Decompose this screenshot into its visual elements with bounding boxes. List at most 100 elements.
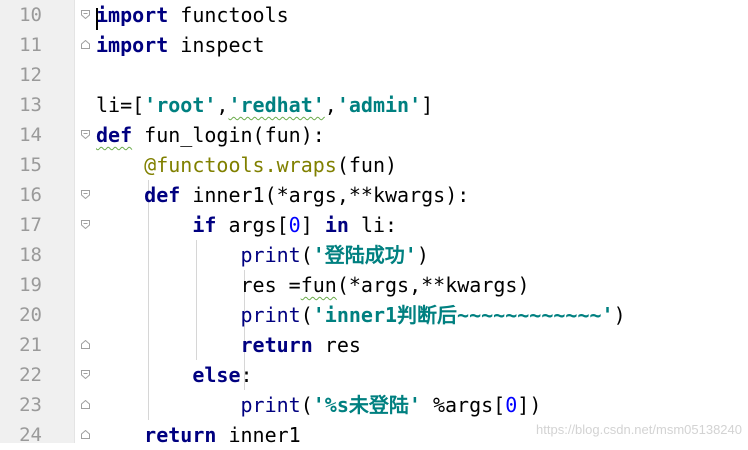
- code-token: args[: [216, 213, 289, 237]
- code-token: fun: [300, 273, 337, 297]
- code-token: ,: [216, 93, 229, 117]
- line-number: 20: [19, 304, 42, 326]
- code-token: return: [240, 333, 313, 357]
- fold-close-icon[interactable]: [81, 40, 90, 49]
- code-token: inner1(*args,**kwargs):: [180, 183, 470, 207]
- code-token: 0: [505, 393, 518, 417]
- fold-open-icon[interactable]: [81, 370, 90, 379]
- code-line[interactable]: else:: [96, 360, 253, 390]
- code-token: (: [300, 303, 313, 327]
- code-token: import: [96, 3, 169, 27]
- code-token: [96, 333, 241, 357]
- line-number: 13: [19, 94, 42, 116]
- code-token: 'inner1判断后~~~~~~~~~~~~': [312, 303, 614, 327]
- code-token: 'admin': [336, 93, 422, 117]
- line-number: 17: [19, 214, 42, 236]
- code-token: :: [240, 363, 253, 387]
- code-line[interactable]: import inspect: [96, 30, 265, 60]
- text-caret: [96, 8, 98, 30]
- code-token: [96, 153, 144, 177]
- code-line[interactable]: return res: [96, 330, 361, 360]
- code-token: %args[: [420, 393, 506, 417]
- code-line[interactable]: return inner1: [96, 420, 301, 450]
- code-token: fun_login(fun):: [132, 123, 325, 147]
- code-line[interactable]: @functools.wraps(fun): [96, 150, 397, 180]
- code-token: [96, 423, 144, 447]
- code-line[interactable]: print('登陆成功'): [96, 240, 429, 270]
- line-number: 24: [19, 424, 42, 446]
- code-token: print: [240, 303, 301, 327]
- code-line[interactable]: if args[0] in li:: [96, 210, 397, 240]
- code-token: li=[: [96, 93, 145, 117]
- code-token: [96, 213, 192, 237]
- code-token: [96, 303, 241, 327]
- code-token: 'root': [144, 93, 217, 117]
- code-token: '登陆成功': [312, 243, 417, 267]
- line-number: 19: [19, 274, 42, 296]
- code-line[interactable]: li=['root','redhat','admin']: [96, 90, 433, 120]
- fold-open-icon[interactable]: [81, 190, 90, 199]
- watermark: https://blog.csdn.net/msm05138240: [536, 422, 742, 437]
- code-token: li:: [348, 213, 398, 237]
- line-number: 23: [19, 394, 42, 416]
- code-token: ): [613, 303, 626, 327]
- fold-close-icon[interactable]: [81, 400, 90, 409]
- code-token: ]: [421, 93, 434, 117]
- fold-close-icon[interactable]: [81, 340, 90, 349]
- code-token: (*args,**kwargs): [336, 273, 530, 297]
- line-number: 12: [19, 64, 42, 86]
- code-token: if: [192, 213, 217, 237]
- code-token: ]: [300, 213, 325, 237]
- code-token: @functools.wraps: [144, 153, 337, 177]
- line-number: 14: [19, 124, 42, 146]
- line-number: 21: [19, 334, 42, 356]
- code-token: 0: [288, 213, 301, 237]
- code-token: '%s未登陆': [312, 393, 421, 417]
- code-token: [96, 363, 192, 387]
- line-number: 11: [19, 34, 42, 56]
- code-token: (: [300, 243, 313, 267]
- indent-guide: [196, 240, 198, 360]
- code-token: ]): [517, 393, 542, 417]
- code-token: res: [312, 333, 361, 357]
- fold-open-icon[interactable]: [81, 130, 90, 139]
- code-token: import: [96, 33, 169, 57]
- code-token: res =: [96, 273, 301, 297]
- indent-guide: [148, 180, 150, 420]
- line-number: 22: [19, 364, 42, 386]
- code-token: [96, 393, 241, 417]
- code-token: ): [416, 243, 429, 267]
- line-number-gutter[interactable]: 10 11 12 13 14 15 16 17 18 19 20 21 22 23 24: [0, 0, 75, 446]
- code-token: inspect: [168, 33, 265, 57]
- code-token: functools: [168, 3, 289, 27]
- code-token: print: [240, 393, 301, 417]
- code-token: [96, 183, 144, 207]
- line-number: 15: [19, 154, 42, 176]
- code-line[interactable]: import functools: [96, 0, 289, 30]
- line-number: 10: [19, 4, 42, 26]
- code-line[interactable]: def inner1(*args,**kwargs):: [96, 180, 469, 210]
- code-line[interactable]: res =fun(*args,**kwargs): [96, 270, 529, 300]
- code-token: def: [96, 123, 133, 147]
- code-token: print: [240, 243, 301, 267]
- code-line[interactable]: def fun_login(fun):: [96, 120, 325, 150]
- code-token: 'redhat': [228, 93, 325, 117]
- indent-guide: [244, 270, 246, 390]
- code-line[interactable]: print('inner1判断后~~~~~~~~~~~~'): [96, 300, 626, 330]
- line-number: 18: [19, 244, 42, 266]
- code-line[interactable]: print('%s未登陆' %args[0]): [96, 390, 542, 420]
- code-token: else: [192, 363, 241, 387]
- code-token: return: [144, 423, 217, 447]
- fold-open-icon[interactable]: [81, 220, 90, 229]
- code-token: inner1: [216, 423, 301, 447]
- line-number: 16: [19, 184, 42, 206]
- code-token: in: [324, 213, 349, 237]
- code-token: (fun): [336, 153, 398, 177]
- fold-open-icon[interactable]: [81, 10, 90, 19]
- fold-close-icon[interactable]: [81, 430, 90, 439]
- code-token: [96, 243, 241, 267]
- code-token: ,: [324, 93, 337, 117]
- code-token: def: [144, 183, 181, 207]
